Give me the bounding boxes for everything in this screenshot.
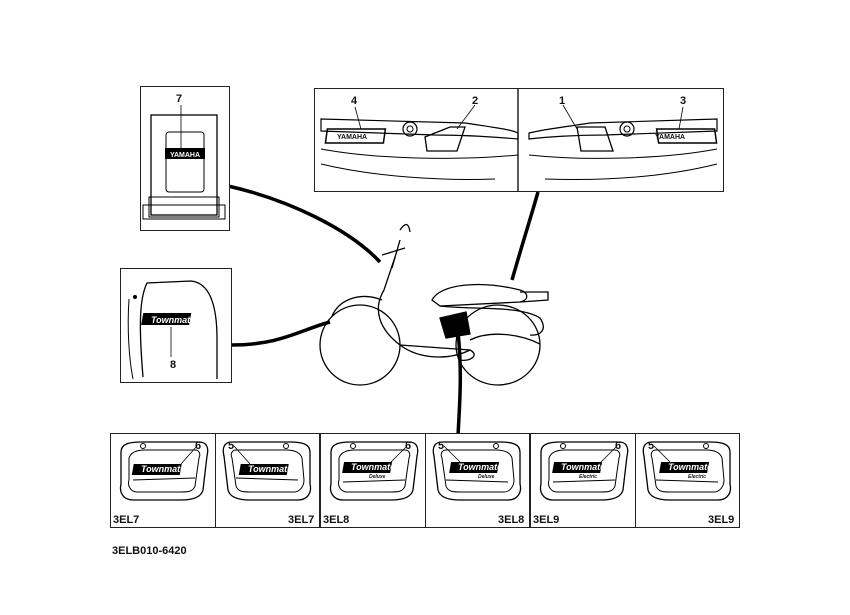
callout-1: 1 bbox=[559, 95, 566, 107]
panel-townmate-logo: Townmate bbox=[561, 462, 606, 472]
callout-2: 2 bbox=[472, 95, 479, 107]
panel-3el7-left: Townmate 5 3EL7 bbox=[216, 434, 321, 527]
variant-label: 3EL9 bbox=[708, 514, 735, 526]
panel-3el9-right: Townmate Electric 6 3EL9 bbox=[531, 434, 636, 527]
tank-yamaha-logo: YAMAHA bbox=[170, 152, 200, 159]
legshield-drawing bbox=[320, 89, 718, 191]
panel-drawing bbox=[119, 441, 209, 501]
inset-side-cover: Townmate 8 bbox=[120, 268, 232, 383]
handlebar bbox=[381, 223, 411, 256]
rear-rack bbox=[519, 291, 549, 303]
panel-townmate-logo: Townmate bbox=[458, 462, 503, 472]
figure-code: 3ELB010-6420 bbox=[112, 545, 187, 557]
callout-6: 6 bbox=[405, 440, 412, 452]
variant-label: 3EL7 bbox=[113, 514, 140, 526]
panel-townmate-logo: Townmate bbox=[248, 464, 293, 474]
panel-townmate-logo: Townmate bbox=[668, 462, 713, 472]
front-emblem-drawing: YAMAHA bbox=[142, 105, 226, 220]
panel-townmate-logo: Townmate bbox=[141, 464, 186, 474]
callout-5: 5 bbox=[228, 440, 235, 452]
panel-drawing bbox=[432, 441, 522, 501]
callout-5: 5 bbox=[648, 440, 655, 452]
callout-8: 8 bbox=[170, 359, 177, 371]
panel-drawing bbox=[642, 441, 732, 501]
footboard bbox=[399, 344, 475, 361]
electric-script: Electric bbox=[688, 474, 707, 480]
panel-3el8-left: Townmate Deluxe 5 3EL8 bbox=[426, 434, 531, 527]
deluxe-script: Deluxe bbox=[478, 474, 495, 480]
panel-drawing bbox=[222, 441, 312, 501]
connector-top-inset bbox=[510, 191, 540, 281]
panel-3el9-left: Townmate Electric 5 3EL9 bbox=[636, 434, 739, 527]
panel-3el8-right: Townmate Deluxe 6 3EL8 bbox=[321, 434, 426, 527]
callout-5: 5 bbox=[438, 440, 445, 452]
electric-script: Electric bbox=[579, 474, 598, 480]
panel-drawing bbox=[539, 441, 629, 501]
front-wheel bbox=[319, 304, 401, 386]
panel-drawing bbox=[329, 441, 419, 501]
connector-tank-inset bbox=[227, 184, 382, 264]
front-fork-and-legshield bbox=[377, 239, 471, 358]
front-fender bbox=[331, 295, 383, 317]
callout-4: 4 bbox=[351, 95, 358, 107]
scooter-illustration bbox=[319, 223, 549, 386]
callout-3: 3 bbox=[680, 95, 687, 107]
side-cover-drawing bbox=[127, 280, 218, 380]
inset-front-emblem: YAMAHA 7 bbox=[140, 86, 230, 231]
panel-townmate-logo: Townmate bbox=[351, 462, 396, 472]
rear-wheel bbox=[455, 304, 541, 386]
variant-label: 3EL9 bbox=[533, 514, 560, 526]
deluxe-script: Deluxe bbox=[369, 474, 386, 480]
connector-bottom-panels bbox=[456, 331, 463, 436]
legshield-yamaha-left: YAMAHA bbox=[337, 134, 368, 141]
rear-body bbox=[439, 305, 544, 336]
callout-7: 7 bbox=[176, 93, 183, 105]
chain-case bbox=[469, 333, 541, 345]
variant-label: 3EL8 bbox=[498, 514, 525, 526]
connector-side-inset bbox=[231, 320, 331, 347]
callout-6: 6 bbox=[615, 440, 622, 452]
variant-label: 3EL8 bbox=[323, 514, 350, 526]
callout-6: 6 bbox=[195, 440, 202, 452]
side-cover-decal-area bbox=[439, 311, 471, 339]
variant-label: 3EL7 bbox=[288, 514, 315, 526]
panel-3el7-right: Townmate 6 3EL7 bbox=[111, 434, 216, 527]
side-townmate-logo: Townmate bbox=[151, 315, 196, 325]
seat bbox=[431, 283, 528, 307]
inset-legshield: YAMAHA YAMAHA 4 2 1 3 bbox=[314, 88, 724, 192]
legshield-yamaha-right: YAMAHA bbox=[655, 134, 686, 141]
